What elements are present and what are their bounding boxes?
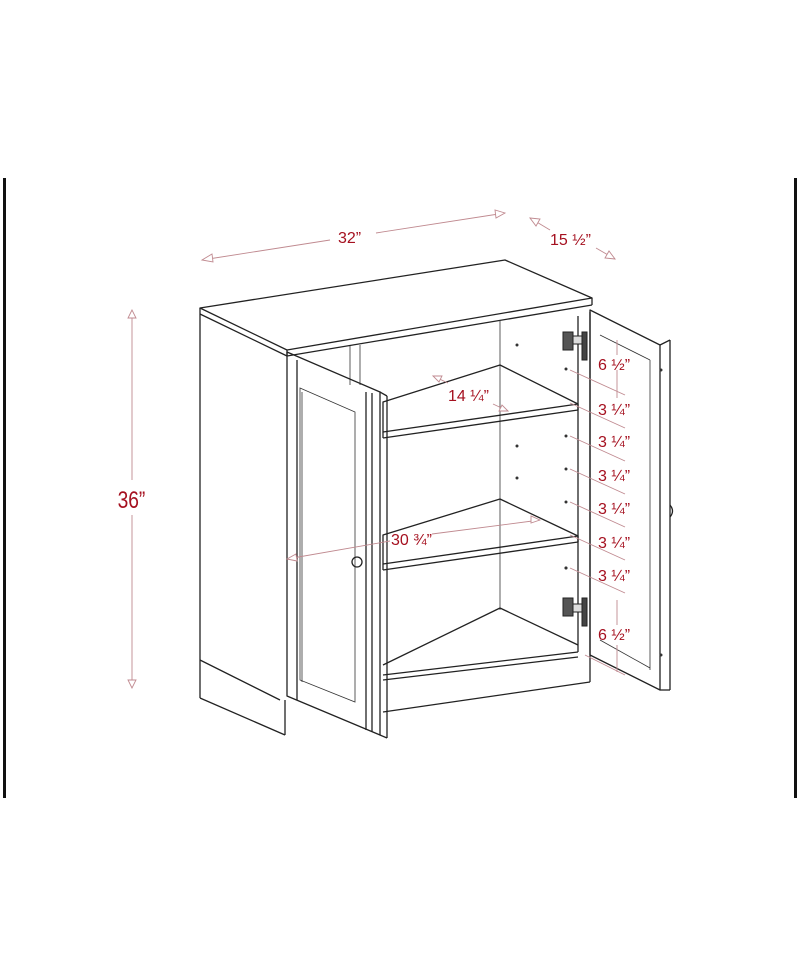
height-label: 36” — [118, 486, 146, 514]
shelf-pin-holes — [515, 343, 568, 570]
dimension-labels: 32” 15 ½” 36” 14 ¼” 30 ¾” 6 ½” 3 ¼” 3 ¼”… — [118, 230, 630, 644]
left-door — [286, 351, 388, 739]
bottom-hinge-icon — [562, 597, 588, 627]
spacing-label-5: 3 ¼” — [598, 501, 630, 518]
top-hinge-icon — [562, 331, 588, 361]
dimension-lines — [127, 209, 626, 690]
shelf-depth-label: 14 ¼” — [448, 388, 489, 405]
depth-label: 15 ½” — [550, 232, 591, 249]
left-door-knob — [351, 556, 363, 568]
width-label: 32” — [338, 230, 361, 247]
spacing-label-7: 3 ¼” — [598, 568, 630, 585]
spacing-label-8: 6 ½” — [598, 627, 630, 644]
cabinet-body — [199, 259, 593, 736]
right-border-line — [794, 178, 797, 798]
interior-width-label: 30 ¾” — [391, 532, 432, 549]
spacing-label-2: 3 ¼” — [598, 402, 630, 419]
spacing-label-4: 3 ¼” — [598, 468, 630, 485]
spacing-label-6: 3 ¼” — [598, 535, 630, 552]
spacing-label-1: 6 ½” — [598, 357, 630, 374]
right-door-knob — [669, 504, 674, 518]
spacing-ticks — [569, 369, 626, 676]
left-border-line — [3, 178, 6, 798]
right-door — [562, 309, 674, 691]
spacing-label-3: 3 ¼” — [598, 434, 630, 451]
